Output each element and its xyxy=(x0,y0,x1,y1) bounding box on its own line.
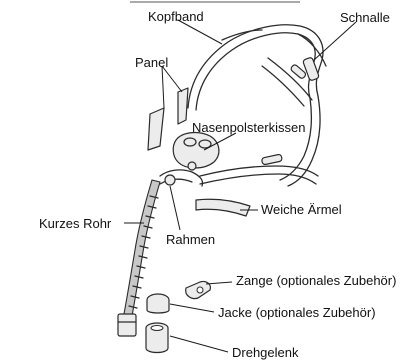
buckle-drawing xyxy=(303,57,320,81)
leader-rahmen xyxy=(170,186,180,230)
nasal-pillows-drawing xyxy=(173,133,219,170)
jacket-drawing xyxy=(147,294,169,313)
label-rahmen: Rahmen xyxy=(166,233,215,246)
label-schnalle: Schnalle xyxy=(340,11,390,24)
frame-drawing xyxy=(160,170,203,186)
label-drehgelenk: Drehgelenk xyxy=(232,346,299,359)
label-kopfband: Kopfband xyxy=(148,10,204,23)
soft-sleeves-drawing xyxy=(196,199,250,216)
swivel-drawing xyxy=(146,323,168,353)
label-panel: Panel xyxy=(135,56,168,69)
leader-drehgelenk xyxy=(170,336,228,352)
leader-zange xyxy=(206,282,232,284)
label-kurzes-rohr: Kurzes Rohr xyxy=(39,217,111,230)
label-weiche-aermel: Weiche Ärmel xyxy=(261,203,342,216)
label-jacke: Jacke (optionales Zubehör) xyxy=(218,306,376,319)
leader-jacke xyxy=(170,304,214,312)
label-nasenpolsterkissen: Nasenpolsterkissen xyxy=(192,121,305,134)
label-zange: Zange (optionales Zubehör) xyxy=(236,274,396,287)
leader-panel xyxy=(162,66,164,108)
